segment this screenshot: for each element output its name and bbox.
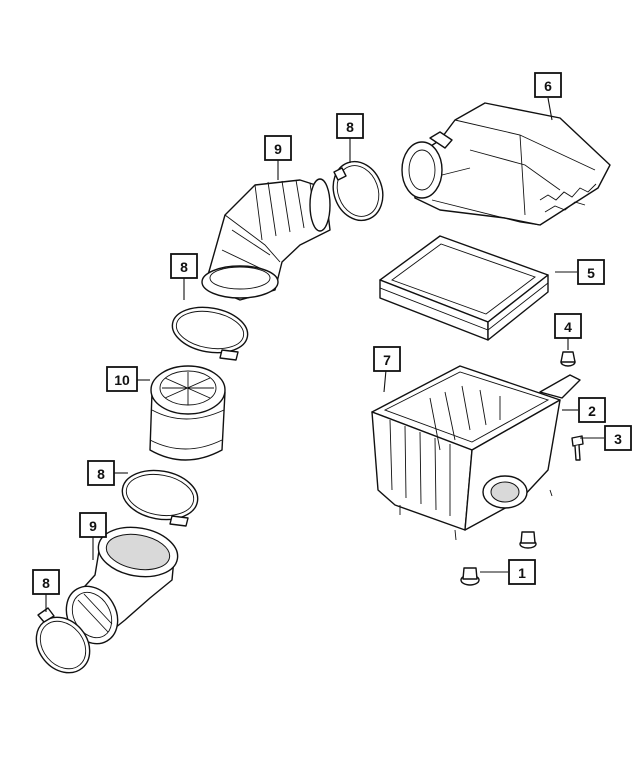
callout-10: 10 <box>106 366 138 392</box>
callout-2-label: 2 <box>588 403 596 419</box>
resonator <box>149 365 226 461</box>
callout-7-label: 7 <box>383 352 391 368</box>
clamp-bottom <box>35 607 91 674</box>
callout-4-label: 4 <box>564 319 572 335</box>
callout-7: 7 <box>373 346 401 372</box>
nut-part-4 <box>560 351 576 367</box>
air-cleaner-housing <box>371 365 581 541</box>
air-cleaner-cover <box>401 102 611 226</box>
clamp-second <box>171 306 249 361</box>
callout-6-label: 6 <box>544 78 552 94</box>
callout-8-second-label: 8 <box>180 259 188 275</box>
callout-3-label: 3 <box>614 431 622 447</box>
callout-8-third-label: 8 <box>97 466 105 482</box>
clean-air-duct <box>201 178 331 301</box>
callout-8-third: 8 <box>87 460 115 486</box>
callout-3: 3 <box>604 425 632 451</box>
callout-10-label: 10 <box>114 372 130 388</box>
callout-9-lower: 9 <box>79 512 107 538</box>
callout-8-bottom-label: 8 <box>42 575 50 591</box>
clamp-top <box>332 160 384 222</box>
callout-8-top: 8 <box>336 113 364 139</box>
callout-9-top-label: 9 <box>274 141 282 157</box>
callout-2: 2 <box>578 397 606 423</box>
callout-1-label: 1 <box>518 565 526 581</box>
callout-1: 1 <box>508 559 536 585</box>
callout-8-bottom: 8 <box>32 569 60 595</box>
callout-5-label: 5 <box>587 265 595 281</box>
bolt-part-3 <box>571 435 584 461</box>
callout-4: 4 <box>554 313 582 339</box>
callout-9-top: 9 <box>264 135 292 161</box>
air-filter-element <box>379 235 549 341</box>
callout-9-lower-label: 9 <box>89 518 97 534</box>
callout-8-top-label: 8 <box>346 119 354 135</box>
grommet-part-1 <box>460 531 537 586</box>
duct-elbow <box>65 526 179 645</box>
callout-6: 6 <box>534 72 562 98</box>
callout-5: 5 <box>577 259 605 285</box>
callout-8-second: 8 <box>170 253 198 279</box>
clamp-third <box>121 469 199 527</box>
